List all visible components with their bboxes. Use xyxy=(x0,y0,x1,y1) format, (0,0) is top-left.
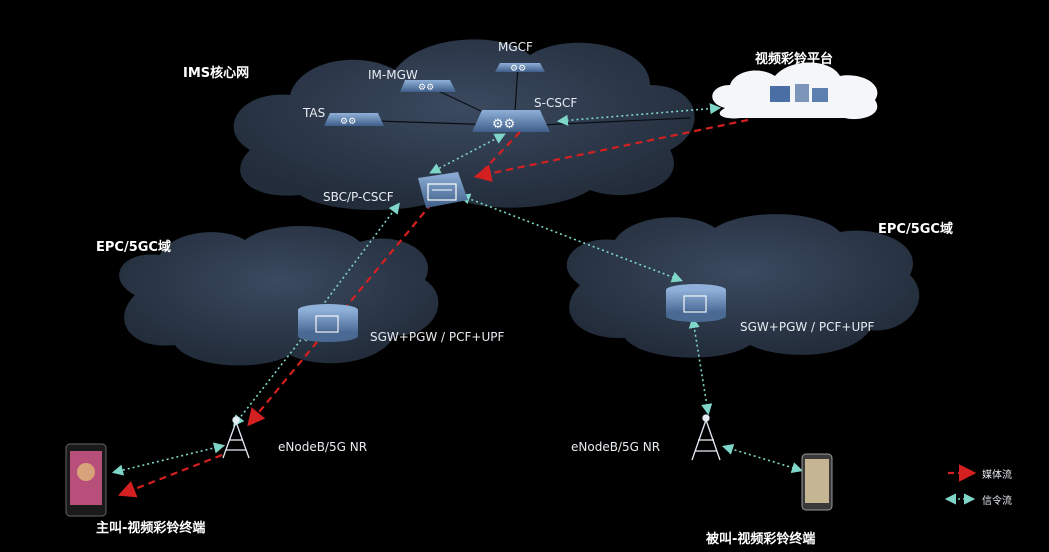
tas-node: ⚙⚙ xyxy=(324,113,384,127)
device-icon xyxy=(427,183,457,201)
mgcf-node: ⚙⚙ xyxy=(495,63,545,74)
callee-label: 被叫-视频彩铃终端 xyxy=(706,532,816,547)
tower-right-icon xyxy=(691,414,721,461)
s-cscf-label: S-CSCF xyxy=(534,96,578,110)
server-icon xyxy=(770,86,790,102)
platform-cloud xyxy=(712,62,878,120)
legend-media-label: 媒体流 xyxy=(982,470,1012,481)
s-cscf-node: ⚙⚙ xyxy=(472,110,550,132)
gateway-left-label: SGW+PGW / PCF+UPF xyxy=(370,330,505,344)
sbc-pcscf-label: SBC/P-CSCF xyxy=(323,190,394,204)
caller-phone-icon xyxy=(65,443,107,517)
im-mgw-node: ⚙⚙ xyxy=(400,80,456,93)
enb-left-label: eNodeB/5G NR xyxy=(278,440,368,454)
im-mgw-label: IM-MGW xyxy=(368,68,418,82)
server-icon xyxy=(795,84,809,102)
ims-core-cloud xyxy=(233,39,695,210)
gear-icon: ⚙⚙ xyxy=(340,117,356,127)
signaling-flows xyxy=(111,103,804,476)
gear-icon: ⚙⚙ xyxy=(492,117,515,132)
gear-icon: ⚙⚙ xyxy=(418,83,434,93)
epc-right-cloud xyxy=(566,214,920,358)
sbc-pcscf-node xyxy=(418,172,468,208)
mgcf-label: MGCF xyxy=(498,40,533,54)
gateway-right-label: SGW+PGW / PCF+UPF xyxy=(740,320,875,334)
gateway-right-icon xyxy=(666,284,726,322)
ims-core-label: IMS核心网 xyxy=(183,66,250,81)
tower-left-icon xyxy=(222,416,250,459)
epc-left-label: EPC/5GC域 xyxy=(96,240,171,255)
caller-label: 主叫-视频彩铃终端 xyxy=(96,521,206,536)
tas-label: TAS xyxy=(303,106,326,120)
media-flow xyxy=(117,118,749,498)
platform-label: 视频彩铃平台 xyxy=(755,52,834,67)
gear-icon: ⚙⚙ xyxy=(510,64,526,74)
callee-phone-icon xyxy=(801,453,833,511)
epc-right-label: EPC/5GC域 xyxy=(878,222,953,237)
server-icon xyxy=(812,88,828,102)
gateway-left-icon xyxy=(298,304,358,342)
legend-signal-label: 信令流 xyxy=(982,496,1012,507)
enb-right-label: eNodeB/5G NR xyxy=(571,440,661,454)
